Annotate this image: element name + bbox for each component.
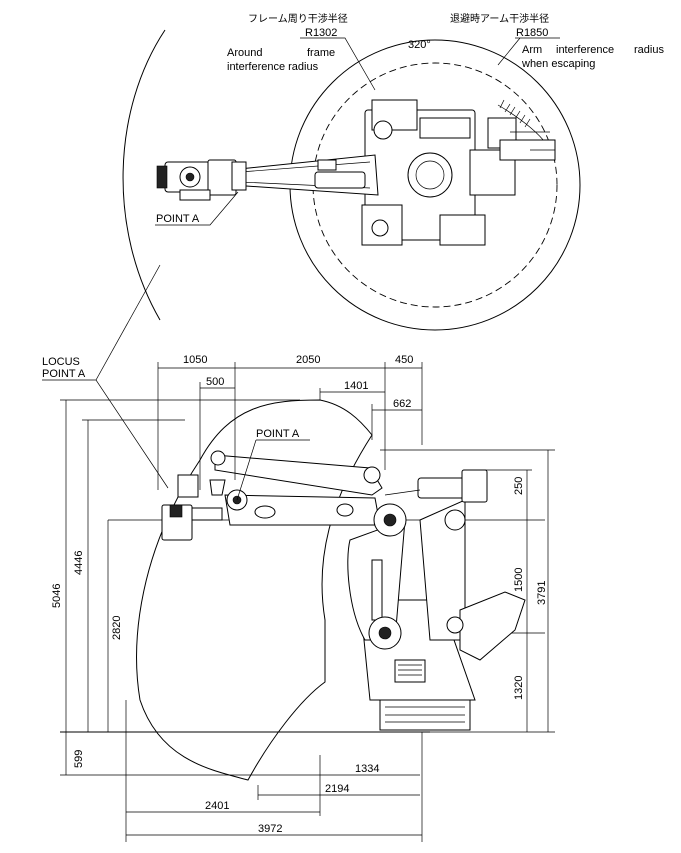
dim-2401: 2401 [205,800,229,812]
dim-4446: 4446 [73,551,85,575]
top-wrist [156,159,247,201]
top-view-labels: フレーム周り干渉半径 R1302 Around frame interferen… [156,12,664,225]
escape-radius-label-en-1: Arm [522,44,542,56]
side-wrist [161,450,248,541]
dim-2820: 2820 [111,616,123,640]
side-view-labels: LOCUS POINT A POINT A 1050 2050 450 500 … [42,354,548,835]
dimension-lines [60,362,555,842]
top-point-a-label: POINT A [156,213,200,225]
frame-radius-label-en-2: frame [307,47,335,59]
locus-leader [42,379,169,489]
side-lower-arm [347,499,526,661]
top-view [122,29,581,331]
side-upper-arm [214,454,488,537]
escape-radius-value: R1850 [516,27,548,39]
locus-label-1: LOCUS [42,356,80,368]
dim-2050: 2050 [296,354,320,366]
dim-5046: 5046 [51,584,63,608]
dim-3972: 3972 [258,823,282,835]
dim-250: 250 [513,477,525,495]
top-point-a-leader [155,191,239,226]
escape-radius-label-en-2: interference [556,44,614,56]
dim-599: 599 [73,750,85,768]
dim-1401: 1401 [344,380,368,392]
frame-radius-label-en-1: Around [227,47,262,59]
dim-450: 450 [395,354,413,366]
top-locus-arc [122,29,166,321]
dim-1050: 1050 [183,354,207,366]
dim-1320: 1320 [513,676,525,700]
side-view [42,264,545,781]
locus-label-2: POINT A [42,368,86,380]
dim-2194: 2194 [325,783,349,795]
side-point-a-label: POINT A [256,428,300,440]
escape-radius-label-en-3: radius [634,44,664,56]
top-base [361,99,556,246]
side-locus-envelope [136,399,373,781]
dim-500: 500 [206,376,224,388]
dim-1500: 1500 [513,568,525,592]
escape-radius-label-jp: 退避時アーム干渉半径 [450,12,549,25]
dim-3791: 3791 [536,581,548,605]
side-point-a-leader [236,439,310,501]
dim-1334: 1334 [355,763,379,775]
escape-radius-label-en-4: when escaping [521,58,595,70]
frame-radius-circle [312,62,558,308]
dim-662: 662 [393,398,411,410]
frame-radius-value: R1302 [305,27,337,39]
frame-radius-label-jp: フレーム周り干渉半径 [248,12,348,25]
top-arm [229,154,379,196]
rotation-angle: 320° [408,39,431,51]
frame-radius-label-en-3: interference radius [227,61,319,73]
